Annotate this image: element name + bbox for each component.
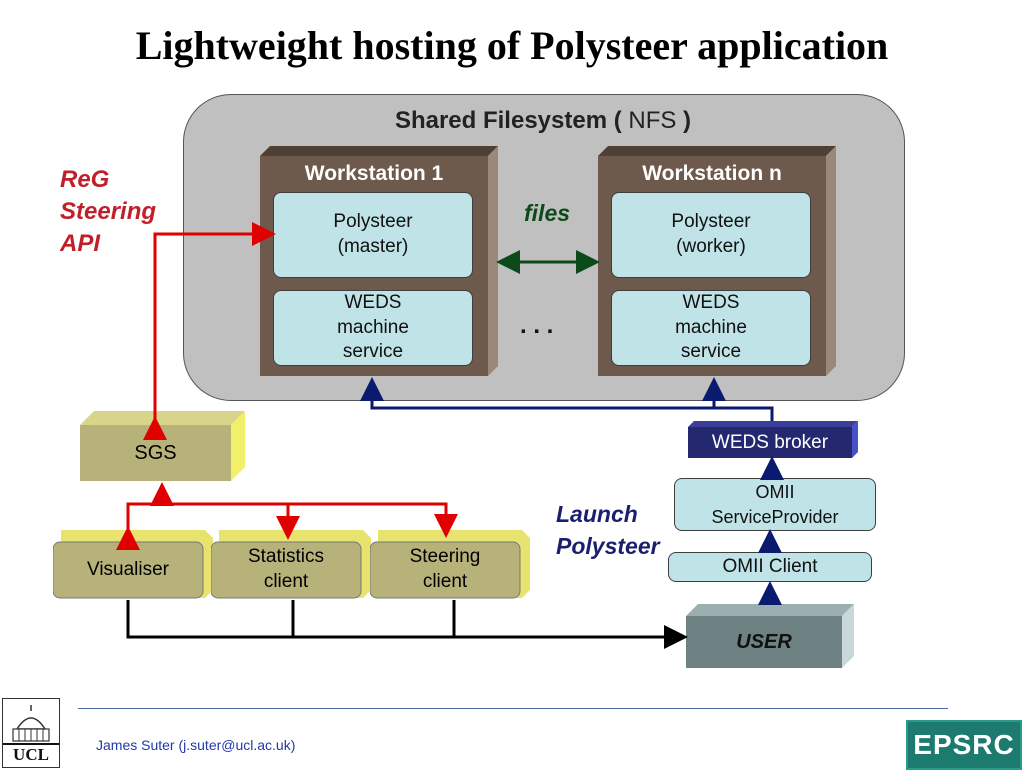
broker-to-services-line bbox=[360, 377, 774, 421]
ucl-logo-text: UCL bbox=[3, 743, 59, 765]
weds-broker-box: WEDS broker bbox=[688, 421, 858, 458]
weds-machine-service-1: WEDS machine service bbox=[273, 290, 473, 366]
weds-machine-service-n: WEDS machine service bbox=[611, 290, 811, 366]
workstation-n: Workstation n Polysteer (worker) WEDS ma… bbox=[598, 146, 836, 376]
epsrc-logo: EPSRC bbox=[906, 720, 1022, 770]
reg-api-arrow bbox=[143, 222, 276, 440]
user-label: USER bbox=[736, 630, 792, 653]
user-box: USER bbox=[686, 604, 854, 668]
ucl-dome-icon bbox=[12, 705, 50, 742]
workstation-1: Workstation 1 Polysteer (master) WEDS ma… bbox=[260, 146, 498, 376]
sgs-label: SGS bbox=[134, 441, 177, 464]
statistics-client-label: Statistics client bbox=[247, 546, 325, 592]
footer-rule bbox=[78, 708, 948, 709]
visualiser-label: Visualiser bbox=[86, 559, 170, 580]
ellipsis: . . . bbox=[520, 312, 554, 339]
shared-filesystem-label: Shared Filesystem ( NFS ) bbox=[394, 107, 692, 134]
omii-service-provider: OMII ServiceProvider bbox=[674, 478, 876, 531]
steering-client-label: Steering client bbox=[409, 546, 481, 592]
author-credit: James Suter (j.suter@ucl.ac.uk) bbox=[96, 737, 296, 753]
ucl-logo: UCL bbox=[2, 698, 60, 768]
workstation-1-label: Workstation 1 bbox=[304, 162, 444, 185]
polysteer-master: Polysteer (master) bbox=[273, 192, 473, 278]
polysteer-worker: Polysteer (worker) bbox=[611, 192, 811, 278]
page-title: Lightweight hosting of Polysteer applica… bbox=[135, 23, 889, 68]
workstation-n-label: Workstation n bbox=[642, 162, 782, 185]
weds-broker-label: WEDS broker bbox=[711, 431, 829, 453]
clients-to-user-line bbox=[126, 600, 688, 649]
files-label: files bbox=[524, 200, 571, 226]
